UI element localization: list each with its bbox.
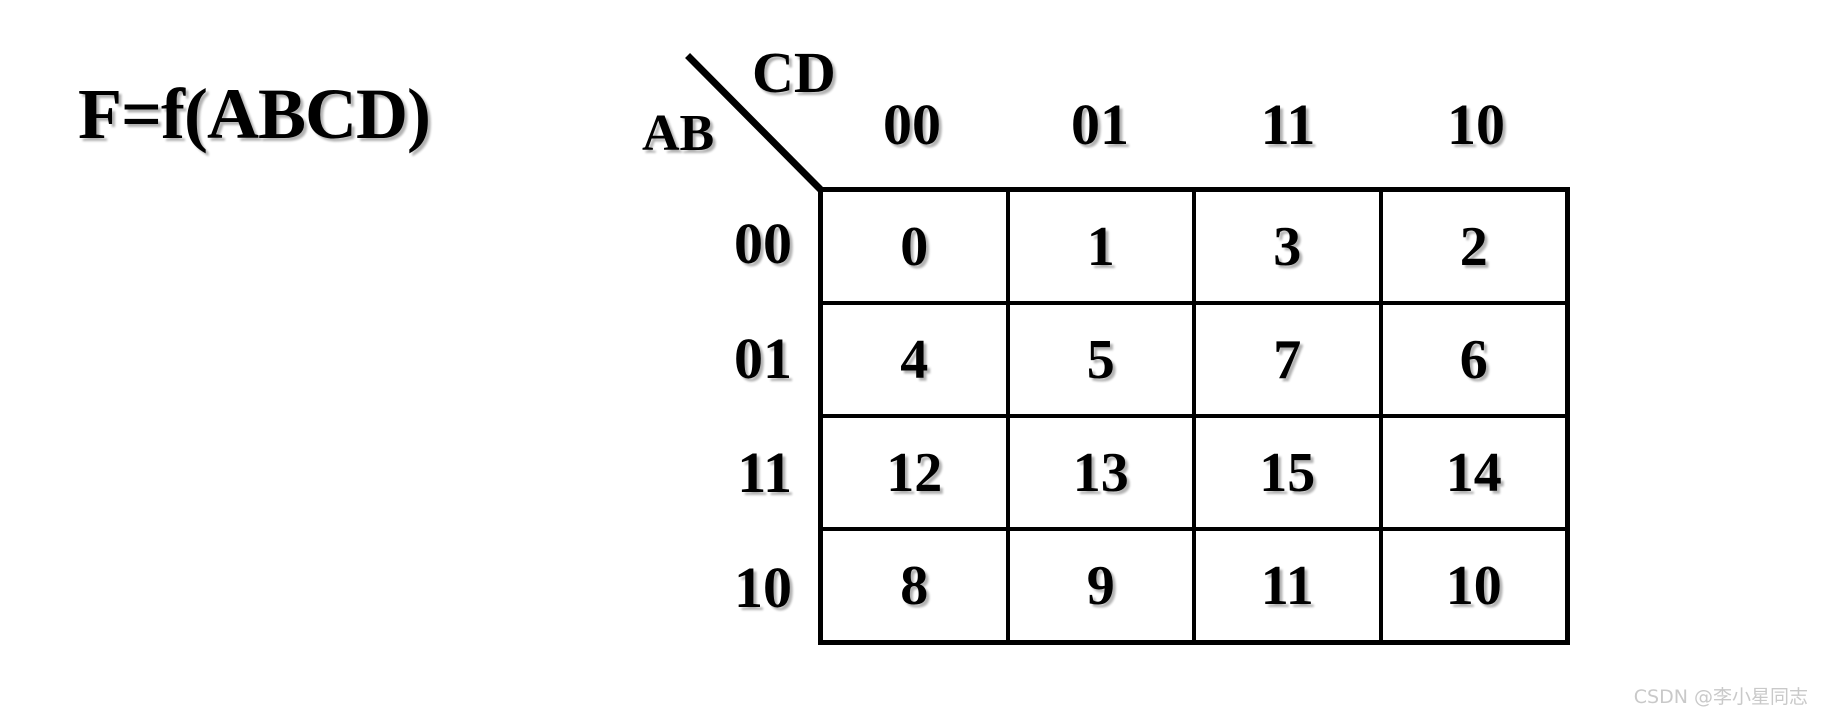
row-variable-label: AB xyxy=(642,105,715,162)
kmap-cell[interactable]: 11 xyxy=(1196,531,1383,640)
column-header-2: 11 xyxy=(1260,92,1316,157)
kmap-row-header-column: 00 01 11 10 xyxy=(660,187,800,645)
kmap-cell[interactable]: 10 xyxy=(1445,554,1502,617)
kmap-cell[interactable]: 13 xyxy=(1010,418,1196,527)
kmap-corner-header: CD AB xyxy=(620,30,836,195)
table-row: 12 13 15 14 xyxy=(823,418,1565,531)
kmap-cell[interactable]: 5 xyxy=(1010,305,1196,414)
kmap-cell[interactable]: 6 xyxy=(1459,328,1488,391)
column-variable-label: CD xyxy=(752,40,836,105)
kmap-cell[interactable]: 9 xyxy=(1010,531,1196,640)
watermark: CSDN @李小星同志 xyxy=(1633,686,1808,708)
row-header-2: 11 xyxy=(737,440,792,506)
kmap-cell[interactable]: 14 xyxy=(1445,441,1502,504)
column-header-3: 10 xyxy=(1447,92,1505,157)
page-title: F=f(ABCD) xyxy=(78,74,431,154)
row-header-0: 00 xyxy=(734,211,792,277)
column-header-1: 01 xyxy=(1071,92,1129,157)
kmap-cell[interactable]: 15 xyxy=(1196,418,1383,527)
kmap-cell[interactable]: 8 xyxy=(823,531,1010,640)
kmap-cell[interactable]: 1 xyxy=(1010,192,1196,301)
karnaugh-map-grid: 0 1 3 2 4 5 7 6 12 13 15 14 8 9 11 10 xyxy=(818,187,1570,645)
table-row: 0 1 3 2 xyxy=(823,192,1565,305)
table-row: 8 9 11 10 xyxy=(823,531,1565,640)
kmap-cell[interactable]: 12 xyxy=(823,418,1010,527)
kmap-cell[interactable]: 0 xyxy=(823,192,1010,301)
row-header-3: 10 xyxy=(734,554,792,620)
kmap-cell[interactable]: 4 xyxy=(823,305,1010,414)
corner-diagonal-icon xyxy=(685,53,823,192)
kmap-cell[interactable]: 7 xyxy=(1196,305,1383,414)
column-header-0: 00 xyxy=(883,92,941,157)
row-header-1: 01 xyxy=(734,325,792,391)
kmap-cell[interactable]: 3 xyxy=(1196,192,1383,301)
table-row: 4 5 7 6 xyxy=(823,305,1565,418)
kmap-column-header-row: 00 01 11 10 xyxy=(818,80,1570,170)
kmap-cell[interactable]: 2 xyxy=(1459,215,1488,278)
